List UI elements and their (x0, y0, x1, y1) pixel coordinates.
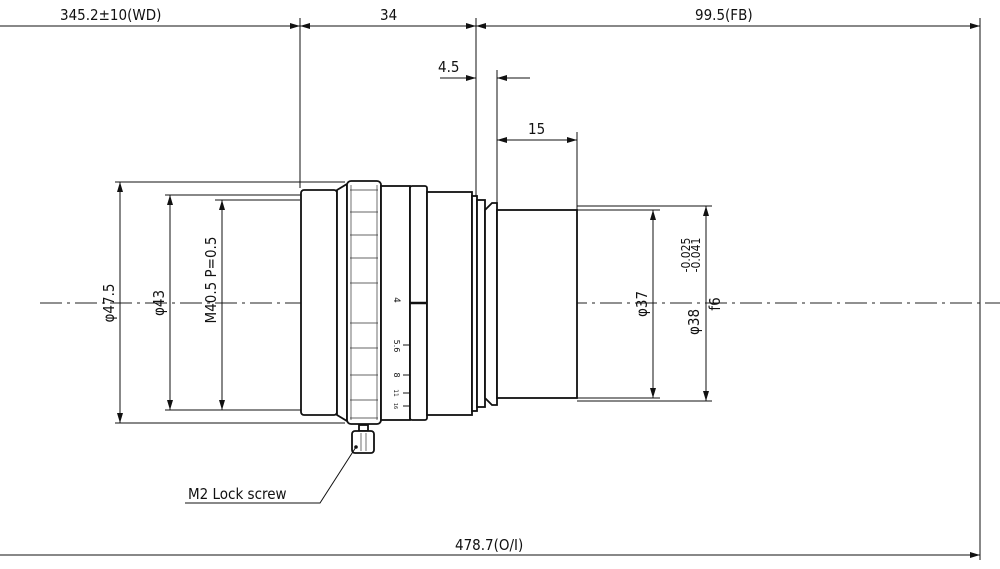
lock-screw-label: M2 Lock screw (188, 485, 287, 503)
f-stop-4: 4 (391, 297, 401, 303)
tolerance-upper: -0.025 (679, 238, 693, 273)
mount-length-label: 15 (528, 120, 545, 138)
mount-diameter-label: φ37 (633, 291, 651, 317)
lock-screw (351, 424, 375, 454)
tolerance-lower: -0.041 (689, 238, 703, 273)
fb-label: 99.5(FB) (695, 6, 753, 24)
outer-diameter-label: φ47.5 (100, 284, 118, 323)
f-stop-11: 11 (392, 389, 399, 397)
step-label: 4.5 (438, 58, 459, 76)
ring-diameter-label: φ43 (150, 290, 168, 316)
fit-diameter-label: φ38 (685, 309, 703, 335)
lens-body (300, 180, 578, 425)
extension-lines (115, 18, 981, 560)
overall-length-label: 478.7(O/I) (455, 536, 523, 554)
filter-thread-label: M40.5 P=0.5 (202, 237, 220, 324)
f-stop-16: 16 (392, 403, 398, 409)
aperture-scale: 4 5.6 8 11 16 (391, 297, 410, 409)
length-label: 34 (380, 6, 397, 24)
wd-label: 345.2±10(WD) (60, 6, 161, 24)
fit-class-label: f6 (706, 297, 724, 310)
f-stop-8: 8 (392, 372, 401, 377)
f-stop-5.6: 5.6 (392, 340, 401, 353)
